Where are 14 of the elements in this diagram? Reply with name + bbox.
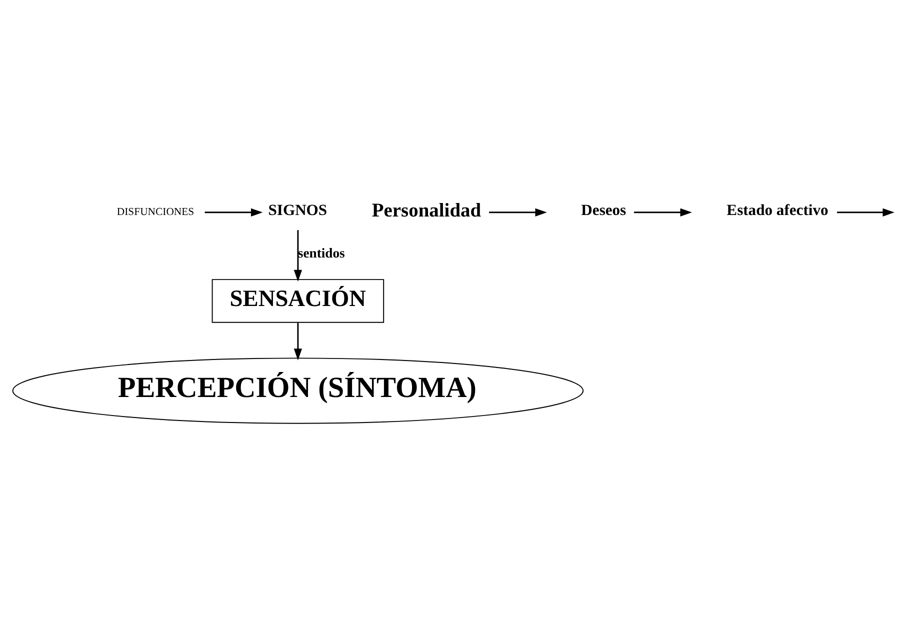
arrow [204,208,263,216]
arrow [294,322,302,360]
node-text: SIGNOS [268,202,328,219]
arrow [634,208,692,216]
node-text: DISFUNCIONES [116,206,194,218]
node-text: Personalidad [372,200,482,221]
node-text: Deseos [581,202,626,219]
arrow [294,230,302,282]
node-ellipse: PERCEPCIÓN (SÍNTOMA) [12,357,584,424]
arrow [489,208,547,216]
node-text: Estado afectivo [726,202,828,219]
edge-label: sentidos [298,244,345,260]
arrow [837,208,894,216]
node-box: SENSACIÓN [212,278,384,322]
